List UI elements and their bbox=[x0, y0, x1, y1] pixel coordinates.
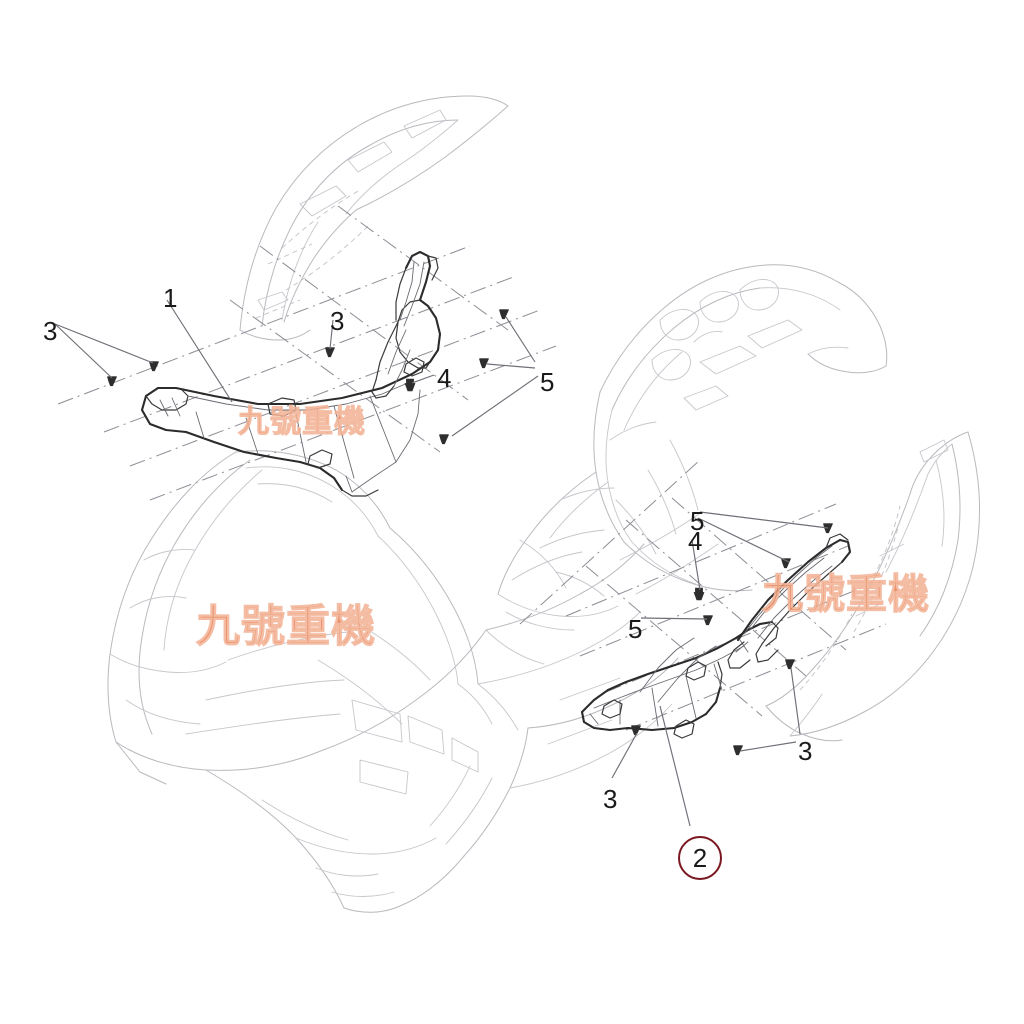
part-1-upper-arm[interactable] bbox=[371, 250, 439, 399]
callout-part-3-lower[interactable]: 3 bbox=[603, 784, 618, 814]
callout-part-3-left[interactable]: 3 bbox=[43, 316, 58, 346]
screw-5-c[interactable] bbox=[439, 434, 449, 445]
part-2-upper-arm[interactable] bbox=[727, 533, 852, 669]
part-2-right-side-cover[interactable] bbox=[580, 620, 779, 739]
ghost-right-side-cover bbox=[765, 431, 981, 742]
ghost-scooter-body bbox=[107, 450, 719, 913]
callout-part-3-right[interactable]: 3 bbox=[798, 736, 813, 766]
screw-3-d[interactable] bbox=[631, 725, 641, 736]
leader-lines bbox=[54, 299, 829, 827]
clip-4-b[interactable] bbox=[693, 587, 705, 601]
screw-5-d[interactable] bbox=[823, 523, 833, 534]
screw-5-a[interactable] bbox=[499, 309, 509, 320]
clip-4-a[interactable] bbox=[404, 378, 416, 392]
screw-5-f[interactable] bbox=[703, 615, 713, 626]
callout-part-4-right[interactable]: 4 bbox=[688, 526, 703, 556]
callout-part-5-left[interactable]: 5 bbox=[540, 367, 555, 397]
screw-3-e[interactable] bbox=[733, 745, 743, 756]
callout-part-4-left[interactable]: 4 bbox=[437, 363, 452, 393]
ghost-upper-left-cover bbox=[239, 95, 509, 341]
part-1-left-side-cover[interactable] bbox=[140, 298, 442, 497]
callout-part-1[interactable]: 1 bbox=[163, 283, 178, 313]
callout-part-2-highlighted[interactable]: 2 bbox=[678, 836, 722, 880]
callout-part-5-right-lower[interactable]: 5 bbox=[628, 614, 643, 644]
screw-3-f[interactable] bbox=[785, 659, 795, 670]
screw-5-b[interactable] bbox=[479, 358, 489, 369]
callout-part-5-right-upper[interactable]: 5 bbox=[690, 506, 705, 536]
callout-part-3-upper[interactable]: 3 bbox=[330, 306, 345, 336]
ghost-rear-subframe bbox=[485, 264, 888, 665]
